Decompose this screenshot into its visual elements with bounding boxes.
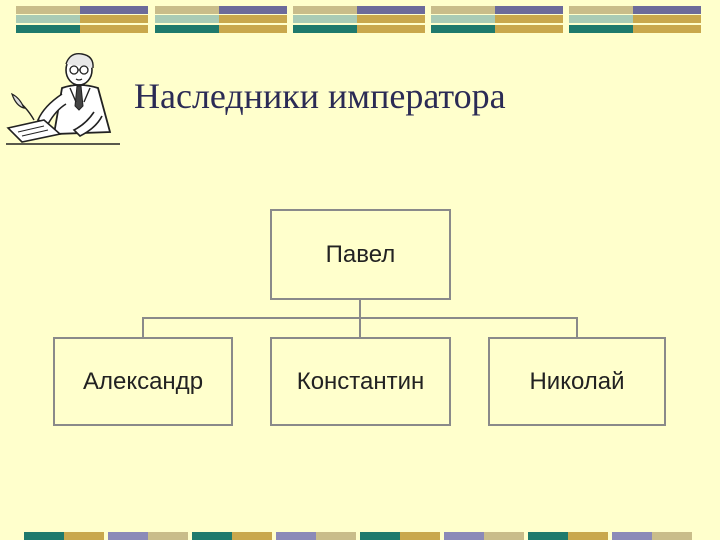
- band-block: [569, 6, 701, 33]
- band-block: [293, 6, 425, 33]
- org-node-root-label: Павел: [325, 240, 396, 268]
- band-block: [431, 6, 563, 33]
- org-node-child: Николай: [488, 337, 666, 426]
- top-decorative-band: [0, 0, 720, 40]
- org-node-root: Павел: [270, 209, 451, 300]
- org-node-child: Константин: [270, 337, 451, 426]
- org-node-child-label: Николай: [529, 367, 625, 395]
- slide-title: Наследники императора: [134, 76, 506, 116]
- org-node-child: Александр: [53, 337, 233, 426]
- org-node-child-label: Александр: [82, 367, 204, 395]
- org-node-child-label: Константин: [296, 367, 425, 395]
- band-block: [155, 6, 287, 33]
- bottom-decorative-band: [0, 530, 720, 540]
- band-block: [16, 6, 148, 33]
- writing-scholar-icon: [6, 53, 120, 145]
